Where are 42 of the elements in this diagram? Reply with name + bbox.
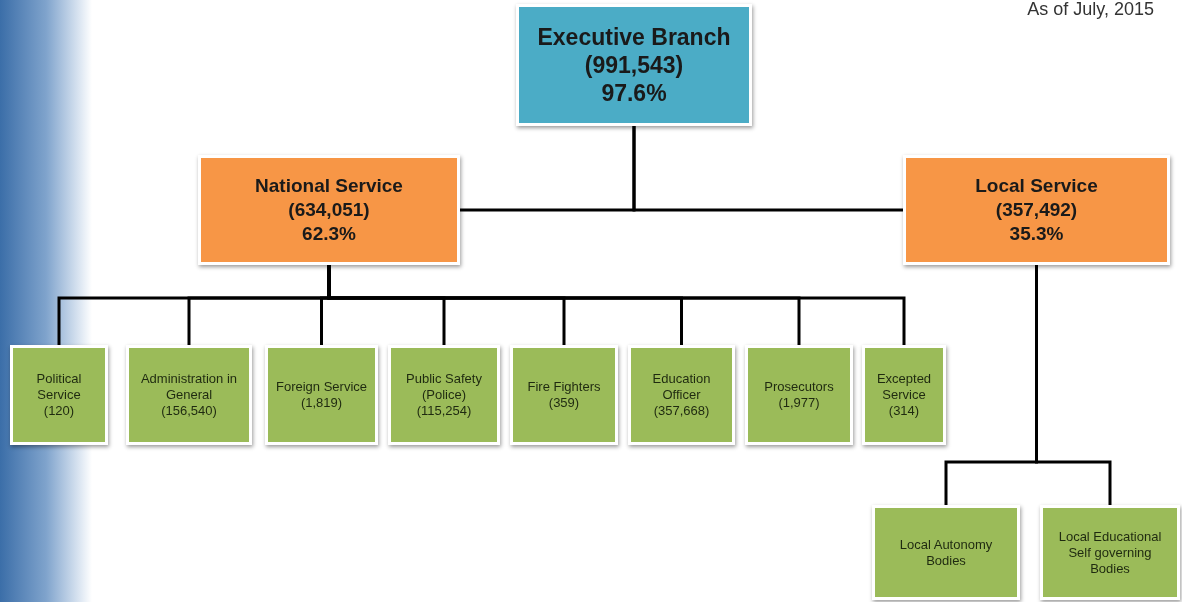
unit-figure: (357,492) — [995, 198, 1078, 222]
connector-line — [632, 126, 903, 212]
unit-name: Executive Branch — [537, 23, 731, 51]
org-unit-box — [265, 345, 378, 445]
org-unit-box — [862, 345, 946, 445]
unit-name: Local Autonomy Bodies — [898, 536, 994, 569]
unit-name: Local Service — [975, 174, 1098, 198]
unit-name: Foreign Service — [275, 379, 367, 395]
unit-figure: (1,819) — [300, 395, 343, 411]
org-unit-box — [1040, 505, 1180, 600]
org-unit-box — [510, 345, 618, 445]
org-unit-box — [872, 505, 1020, 600]
org-unit-box — [126, 345, 252, 445]
org-unit-box — [628, 345, 735, 445]
unit-name: Local Educational Self governing Bodies — [1057, 528, 1163, 577]
unit-figure: (357,668) — [653, 403, 710, 419]
unit-name: Prosecutors — [764, 379, 834, 395]
org-unit-box — [198, 155, 460, 265]
unit-figure: 35.3% — [1009, 222, 1064, 246]
unit-name: National Service — [255, 174, 403, 198]
org-unit-box — [516, 4, 752, 126]
unit-figure: (991,543) — [584, 51, 684, 79]
unit-figure: (359) — [548, 395, 580, 411]
unit-name: Fire Fighters — [527, 379, 601, 395]
date-note: As of July, 2015 — [1027, 0, 1154, 21]
unit-figure: (1,977) — [778, 395, 820, 411]
org-unit-box — [745, 345, 853, 445]
org-unit-box — [388, 345, 500, 445]
unit-figure: (115,254) — [416, 403, 472, 419]
unit-figure: 62.3% — [302, 222, 356, 246]
unit-name: Excepted Service — [875, 371, 933, 403]
unit-figure: (120) — [43, 403, 75, 419]
unit-name: Public Safety (Police) — [405, 371, 483, 403]
org-unit-box — [10, 345, 108, 445]
unit-name: Education Officer — [651, 371, 712, 403]
unit-name: Political Service — [35, 371, 83, 403]
unit-figure: 97.6% — [601, 79, 667, 107]
unit-figure: (156,540) — [161, 403, 217, 419]
org-unit-box — [903, 155, 1170, 265]
unit-figure: (634,051) — [288, 198, 370, 222]
unit-figure: (314) — [888, 403, 920, 419]
unit-name: Administration in General — [139, 371, 239, 403]
